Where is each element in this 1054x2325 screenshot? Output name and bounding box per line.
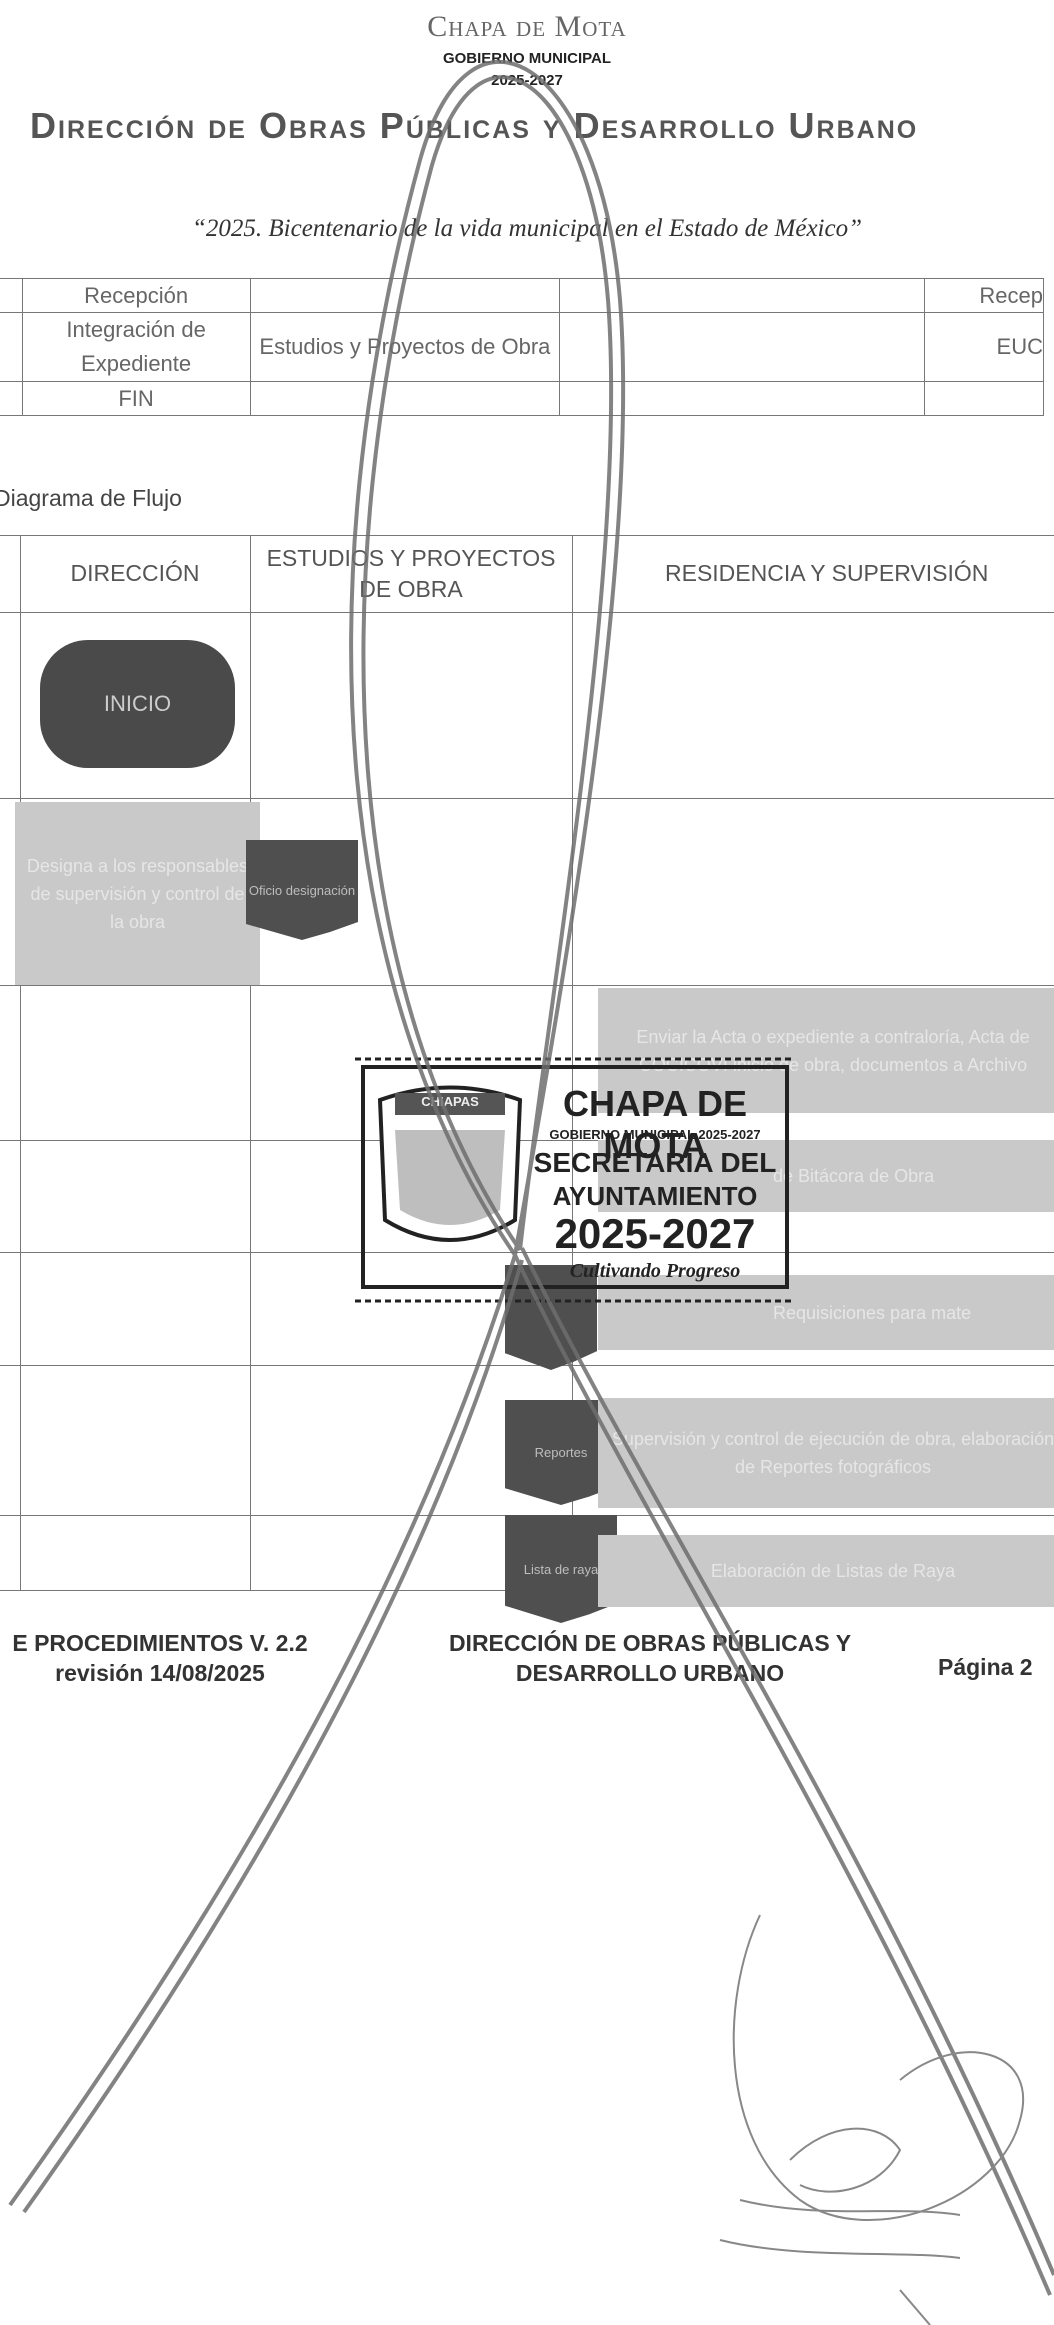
table-cell: [924, 381, 1044, 416]
grid-line: [0, 1365, 1054, 1366]
municipality-name: Chapa de Mota: [427, 10, 627, 43]
stamp-line-5: 2025-2027: [554, 1210, 756, 1257]
grid-line: [0, 612, 1054, 613]
grid-line: [0, 798, 1054, 799]
table-cell: Integración de Expediente: [21, 312, 251, 382]
footer-manual-version: E PROCEDIMIENTOS V. 2.2 revisión 14/08/2…: [0, 1628, 330, 1688]
column-header-estudios: ESTUDIOS Y PROYECTOS DE OBRA: [266, 545, 556, 602]
department-title: Dirección de Obras Públicas y Desarrollo…: [30, 105, 919, 146]
footer-page-number: Página 2: [938, 1654, 1033, 1680]
table-cell: Recepción: [21, 278, 251, 313]
table-cell: [0, 278, 23, 313]
motto: “2025. Bicentenario de la vida municipal…: [192, 215, 862, 242]
column-header-direccion: DIRECCIÓN: [70, 560, 200, 586]
start-terminator: INICIO: [40, 640, 235, 768]
stamp-line-6: Cultivando Progreso: [569, 1260, 741, 1282]
process-supervision: Supervisión y control de ejecución de ob…: [598, 1398, 1054, 1508]
flow-diagram-title: Diagrama de Flujo: [0, 485, 182, 511]
grid-line: [250, 535, 251, 1590]
grid-line: [0, 985, 1054, 986]
table-cell: Recep: [924, 278, 1044, 313]
government-label: GOBIERNO MUNICIPAL: [442, 50, 612, 67]
table-cell: [249, 278, 561, 313]
table-cell: [559, 381, 926, 416]
grid-line: [20, 535, 21, 1590]
process-bitacora: de Bitácora de Obra: [598, 1140, 1054, 1212]
secretaria-stamp: CHIAPAS CHAPA DE MOTA GOBIERNO MUNICIPAL…: [355, 1045, 795, 1315]
table-row: Recepción Recep: [0, 278, 1044, 313]
footer-revision-line: revisión 14/08/2025: [55, 1660, 265, 1686]
footer-dept-line2: DESARROLLO URBANO: [515, 1660, 785, 1686]
process-designa: Designa a los responsables de supervisió…: [15, 802, 260, 985]
grid-line: [0, 535, 1054, 536]
table-cell: Estudios y Proyectos de Obra: [249, 312, 561, 382]
stamp-shield-text: CHIAPAS: [421, 1094, 479, 1109]
table-row: Integración de Expediente Estudios y Pro…: [0, 312, 1044, 382]
footer-version-line: E PROCEDIMIENTOS V. 2.2: [12, 1630, 308, 1656]
table-cell: [249, 381, 561, 416]
table-cell: FIN: [21, 381, 251, 416]
table-row: FIN: [0, 381, 1044, 416]
process-enviar-acta: Enviar la Acta o expediente a contralorí…: [598, 988, 1054, 1113]
table-cell: [559, 278, 926, 313]
stamp-line-3: SECRETARIA DEL: [533, 1147, 777, 1178]
stamp-line-2: GOBIERNO MUNICIPAL 2025-2027: [549, 1127, 761, 1142]
process-listas-raya: Elaboración de Listas de Raya: [598, 1535, 1054, 1607]
document-oficio: Oficio designación: [246, 840, 358, 940]
government-years: 2025-2027: [491, 72, 563, 89]
footer-department: DIRECCIÓN DE OBRAS PÚBLICAS Y DESARROLLO…: [400, 1628, 900, 1688]
stamp-line-4: AYUNTAMIENTO: [552, 1181, 758, 1211]
table-cell: [559, 312, 926, 382]
footer-dept-line1: DIRECCIÓN DE OBRAS PÚBLICAS Y: [448, 1630, 852, 1656]
table-cell: [0, 312, 23, 382]
table-cell: EUC: [924, 312, 1044, 382]
procedure-summary-table: Recepción Recep Integración de Expedient…: [0, 278, 1044, 416]
table-cell: [0, 381, 23, 416]
column-header-residencia: RESIDENCIA Y SUPERVISIÓN: [665, 560, 989, 586]
